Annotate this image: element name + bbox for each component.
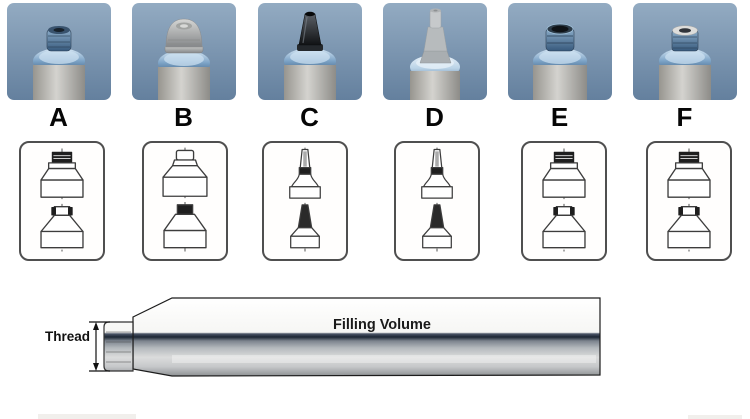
thread-ridges xyxy=(106,331,131,363)
drawing-box-b xyxy=(142,141,228,261)
arrow-down-icon xyxy=(93,363,99,371)
tube-long-grey-nozzle-photo-icon xyxy=(383,3,487,100)
tall-cap-and-neck-drawing-icon xyxy=(162,146,208,253)
tube-highlight xyxy=(172,355,596,363)
tube-open-threaded-neck-photo-icon xyxy=(7,3,111,100)
nozzle-tip-drawing-icon xyxy=(421,146,453,253)
threaded-cap-and-neck-drawing-icon xyxy=(542,147,586,253)
variant-label-f: F xyxy=(676,101,694,132)
arrow-up-icon xyxy=(93,322,99,330)
tube-round-cap-photo-icon xyxy=(132,3,236,100)
drawing-box-d xyxy=(394,141,480,261)
threaded-cap-and-neck-drawing-icon xyxy=(40,147,84,253)
threaded-cap-and-neck-drawing-icon xyxy=(667,147,711,253)
tube-body-shape xyxy=(132,297,601,377)
cropped-next-row-fragment xyxy=(688,415,742,419)
tube-photo-c xyxy=(258,3,362,100)
tube-side-view-diagram: Thread Filling Volume xyxy=(45,297,601,377)
thread-label: Thread xyxy=(45,329,90,344)
drawing-box-f xyxy=(646,141,732,261)
cropped-next-row-fragment xyxy=(38,414,136,419)
tube-photo-b xyxy=(132,3,236,100)
tube-membrane-sealed-neck-photo-icon xyxy=(633,3,737,100)
tube-photo-d xyxy=(383,3,487,100)
tube-photo-f xyxy=(633,3,737,100)
drawing-box-e xyxy=(521,141,607,261)
nozzle-tip-drawing-icon xyxy=(289,146,321,253)
tube-photo-a xyxy=(7,3,111,100)
tube-dark-taper-nozzle-photo-icon xyxy=(258,3,362,100)
drawing-box-c xyxy=(262,141,348,261)
variant-label-a: A xyxy=(49,101,69,132)
variant-label-b: B xyxy=(174,101,194,132)
variant-label-d: D xyxy=(425,101,445,132)
tube-thread-neck-shape xyxy=(103,321,134,372)
tube-photo-e xyxy=(508,3,612,100)
tube-open-threaded-neck-photo-icon xyxy=(508,3,612,100)
drawing-box-a xyxy=(19,141,105,261)
variant-label-c: C xyxy=(300,101,320,132)
thread-dimension xyxy=(89,321,110,372)
variant-label-e: E xyxy=(550,101,570,132)
filling-volume-label: Filling Volume xyxy=(333,317,431,333)
